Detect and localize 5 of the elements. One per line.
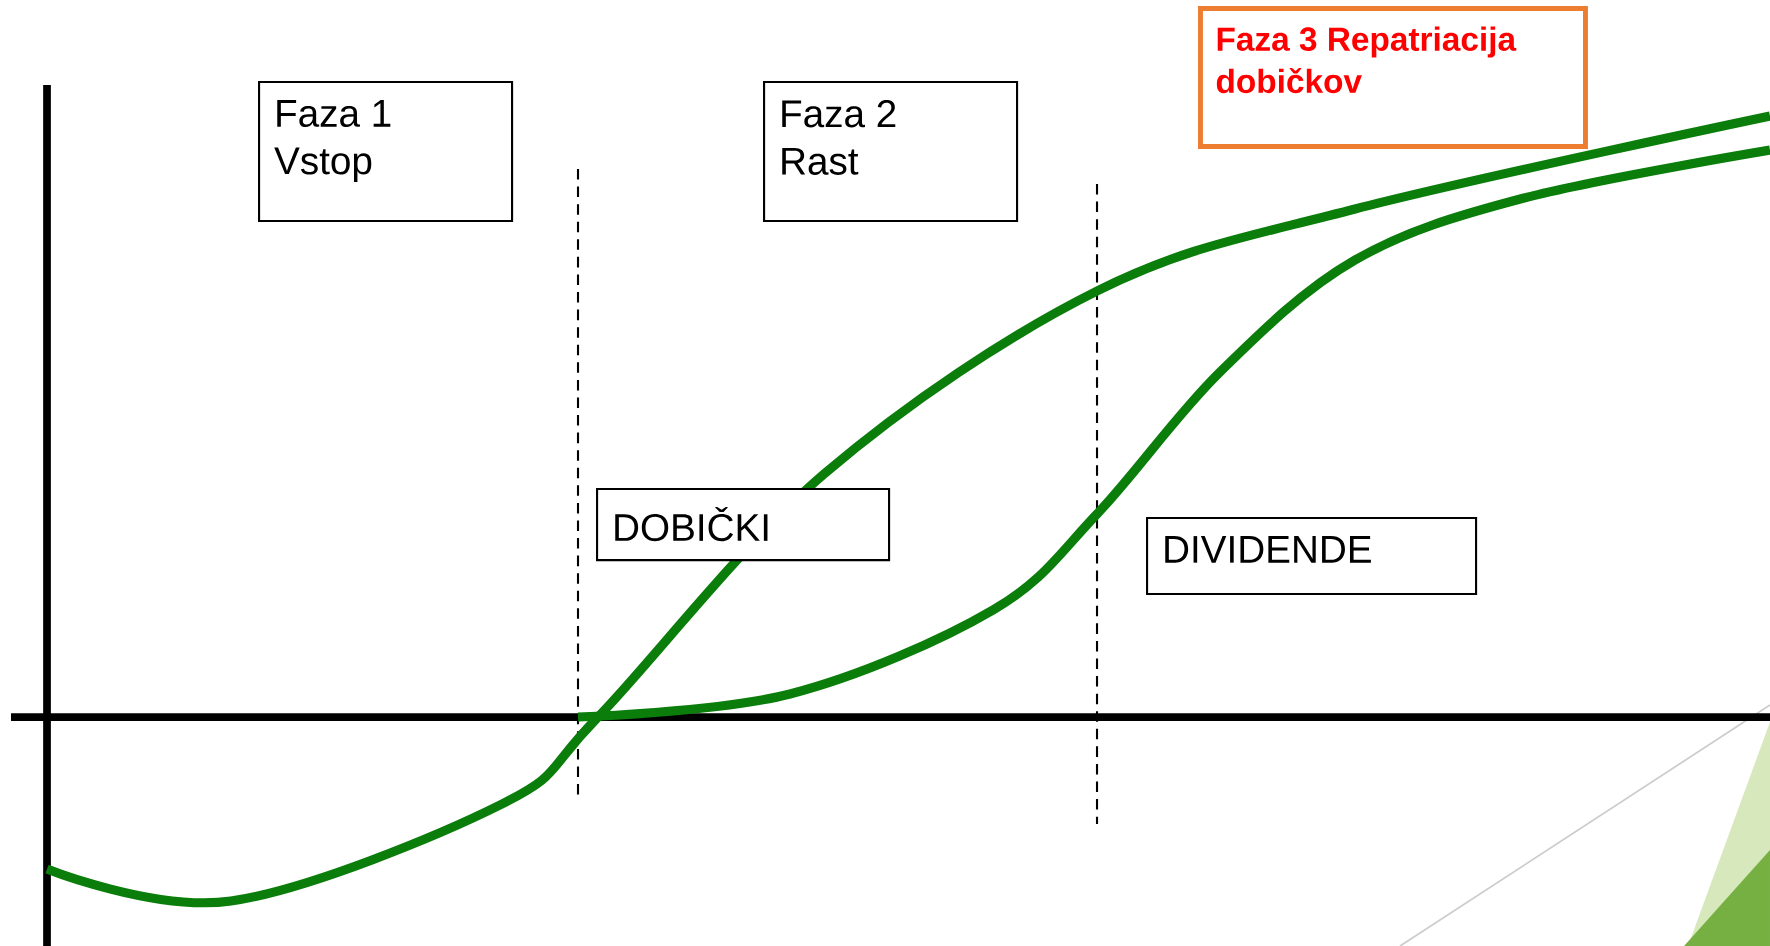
text-box: Faza 2 Rast [763,81,1019,223]
text-box: Faza 3 Repatriacija dobičkov [1198,6,1588,149]
text-box: DIVIDENDE [1146,517,1478,596]
text-box: DOBIČKI [596,488,891,562]
text-box: Faza 1 Vstop [258,81,514,223]
